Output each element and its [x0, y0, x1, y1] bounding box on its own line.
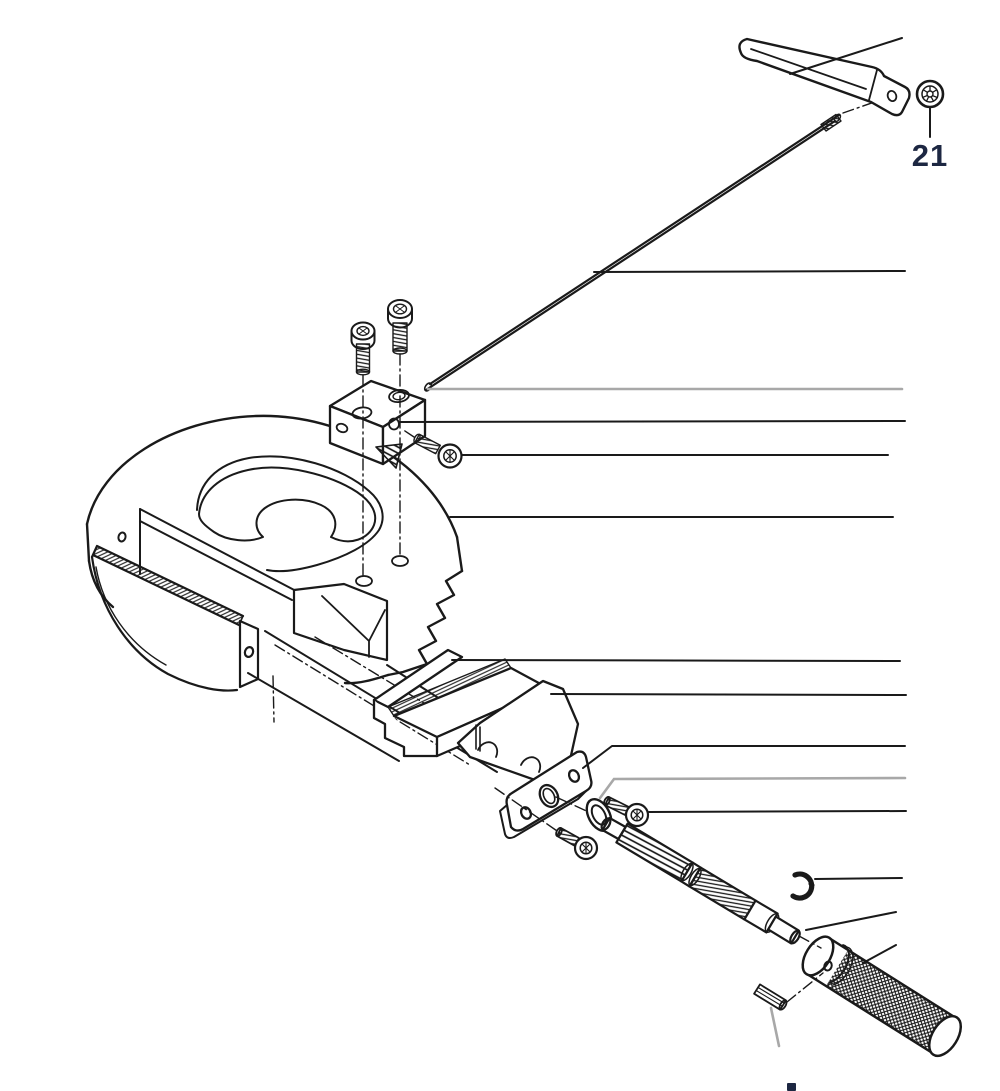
kidney-recess [196, 455, 384, 573]
handle-lever [738, 37, 911, 117]
plate-hole [519, 806, 533, 820]
rod-knurled-tip [820, 113, 842, 132]
leader-line [399, 420, 906, 423]
jaw-notches [477, 741, 542, 773]
socket-screw-top-right [387, 299, 413, 355]
serrated-teeth-edge [386, 569, 464, 677]
push-nut-fastener [915, 79, 945, 109]
grip-centerlines [786, 935, 824, 1003]
push-nut-prongs [922, 85, 938, 102]
clip-groove [680, 862, 694, 882]
grip-pin-hole [823, 960, 833, 972]
leader-line-gray [769, 1006, 781, 1048]
end-plate [499, 750, 593, 839]
socket-screw-plate-bottom [555, 827, 599, 861]
socket-screw-side [413, 433, 463, 469]
e-clip [790, 871, 815, 901]
guide-rod [423, 113, 842, 392]
handle-hole [886, 90, 898, 102]
leader-line [789, 37, 903, 75]
socket-screw-plate-front [603, 796, 650, 828]
circular-base [85, 414, 498, 773]
block-side-hole [335, 422, 349, 434]
leader-line [451, 659, 901, 662]
leader-line [582, 745, 906, 769]
screw-seat-hole [391, 555, 409, 567]
wall-hole [117, 531, 127, 543]
fence-hole [243, 646, 255, 658]
fixed-fence-bar [90, 544, 260, 692]
thread-section [688, 866, 757, 921]
leader-line [805, 911, 897, 931]
callout-21-label: 21 [912, 138, 948, 173]
leader-line [648, 810, 907, 813]
screw-centerlines [362, 353, 415, 578]
socket-screw-top-left [350, 321, 376, 376]
leader-line [550, 693, 907, 696]
plate-hole [567, 769, 581, 783]
hatched-wedge [375, 443, 403, 469]
thread-section [615, 822, 694, 883]
fence-serration [92, 545, 244, 626]
grip-knurl [826, 950, 956, 1054]
grip-end-cap [927, 1014, 963, 1058]
lead-screw [600, 816, 801, 945]
leader-line [862, 944, 897, 964]
leader-lines-gray [426, 387, 907, 1048]
cropped-label-fragment [787, 1083, 796, 1091]
screw-seat-hole [355, 575, 373, 587]
block-front-hole [388, 417, 400, 431]
roll-pin [753, 983, 788, 1011]
plate-center-hole [538, 783, 560, 809]
washer [585, 798, 613, 832]
leader-line-gray [598, 776, 907, 800]
leader-line [814, 877, 903, 880]
drawing-root [85, 37, 963, 1058]
v-notch-block [292, 582, 389, 662]
knurled-grip [801, 935, 963, 1058]
leader-lines [399, 37, 931, 964]
leader-line [593, 270, 906, 273]
